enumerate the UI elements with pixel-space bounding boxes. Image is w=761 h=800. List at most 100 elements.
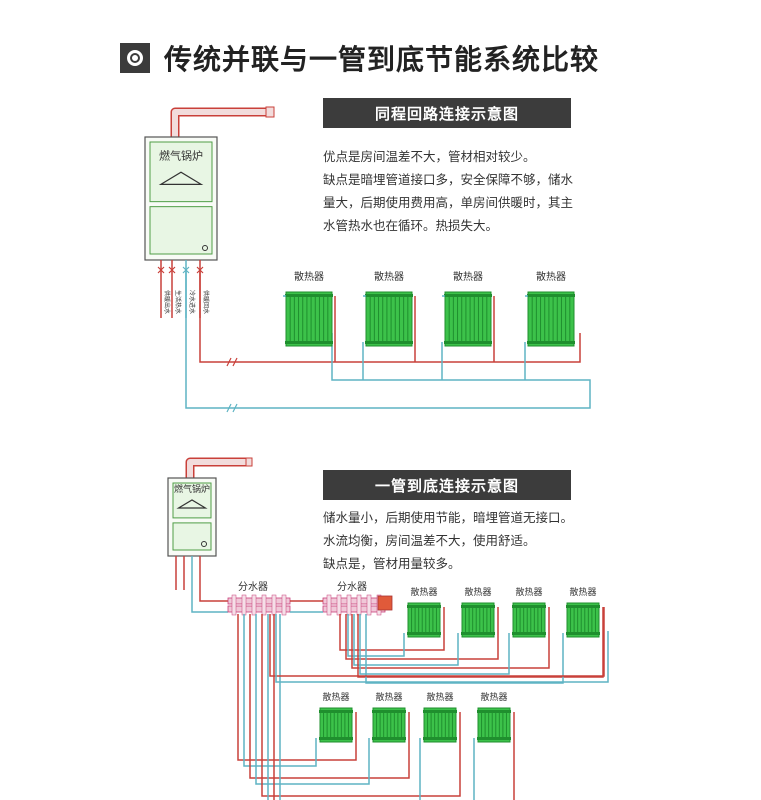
section1-radiator bbox=[527, 291, 575, 347]
home-run-return bbox=[267, 614, 421, 800]
radiator-top-bar bbox=[477, 710, 511, 713]
flue-pipe-outline bbox=[170, 107, 268, 137]
home-run-return bbox=[279, 614, 475, 800]
boiler1-lower-panel bbox=[149, 206, 213, 255]
manifold-port bbox=[271, 594, 277, 616]
manifold-port bbox=[336, 594, 342, 616]
section2-lower-radiator bbox=[319, 707, 353, 743]
home-run-return bbox=[347, 614, 405, 657]
section2-description: 储水量小，后期使用节能，暗埋管道无接口。 水流均衡，房间温差不大，使用舒适。 缺… bbox=[323, 506, 593, 575]
radiator-bottom-bar bbox=[319, 737, 353, 740]
radiator-bottom-bar bbox=[477, 737, 511, 740]
section1-desc-line: 缺点是暗埋管道接口多，安全保障不够，储水 bbox=[323, 172, 574, 187]
radiator-body bbox=[372, 707, 406, 743]
home-run-return bbox=[359, 614, 510, 675]
boiler1-indicator-light bbox=[202, 245, 208, 251]
boiler2-indicator-light bbox=[201, 541, 207, 547]
radiator-top-bar bbox=[527, 294, 575, 297]
flue-cap bbox=[245, 457, 253, 467]
section1-radiator-label: 散热器 bbox=[294, 270, 324, 283]
radiator-bottom-bar bbox=[407, 632, 441, 635]
manifold-bar bbox=[227, 597, 291, 605]
section1-desc-line: 优点是房间温差不大，管材相对较少。 bbox=[323, 149, 536, 164]
manifold-bar bbox=[322, 597, 386, 605]
radiator-bottom-bar bbox=[527, 341, 575, 344]
section1-return-main bbox=[185, 270, 591, 409]
radiator-body bbox=[477, 707, 511, 743]
section2-lower-radiator bbox=[372, 707, 406, 743]
radiator-top-bar bbox=[461, 605, 495, 608]
section2-desc-line: 水流均衡，房间温差不大，使用舒适。 bbox=[323, 533, 536, 548]
section2-banner: 一管到底连接示意图 bbox=[323, 470, 571, 500]
boiler1-valve-label: 供暖回水 bbox=[202, 290, 210, 314]
section2-upper-radiator bbox=[566, 602, 600, 638]
manifold2-label: 分水器 bbox=[337, 581, 367, 593]
radiator-bottom-bar bbox=[285, 341, 333, 344]
section1-radiator bbox=[444, 291, 492, 347]
boiler1-flame-icon bbox=[158, 171, 204, 185]
home-run-return bbox=[353, 614, 459, 666]
home-run-supply bbox=[345, 607, 499, 660]
section2-desc-line: 缺点是，管材用量较多。 bbox=[323, 556, 461, 571]
radiator-body bbox=[444, 291, 492, 347]
radiator-body bbox=[512, 602, 546, 638]
manifold-port bbox=[346, 594, 352, 616]
home-run-supply bbox=[261, 614, 461, 797]
section2-radiator-label: 散热器 bbox=[410, 586, 437, 598]
boiler2-flame-icon bbox=[176, 499, 208, 509]
section2-desc-line: 储水量小，后期使用节能，暗埋管道无接口。 bbox=[323, 510, 574, 525]
section2-radiator-label: 散热器 bbox=[426, 691, 453, 703]
boiler2-lower-panel bbox=[172, 522, 212, 551]
radiator-top-bar bbox=[365, 294, 413, 297]
section2-radiator-label: 散热器 bbox=[569, 586, 596, 598]
manifold1-label: 分水器 bbox=[238, 581, 268, 593]
radiator-bottom-bar bbox=[512, 632, 546, 635]
boiler1-valve-label: 生活热水 bbox=[174, 290, 182, 314]
radiator-top-bar bbox=[285, 294, 333, 297]
manifold-pump-icon bbox=[377, 595, 393, 611]
radiator-body bbox=[319, 707, 353, 743]
boiler1-valve-label: 供暖出水 bbox=[163, 290, 171, 314]
radiator-bottom-bar bbox=[444, 341, 492, 344]
home-run-supply bbox=[249, 614, 410, 779]
section2-lower-radiator bbox=[477, 707, 511, 743]
section2-return-feed bbox=[191, 590, 228, 613]
radiator-body bbox=[527, 291, 575, 347]
pipe-break-mark bbox=[226, 403, 238, 413]
manifold-bar bbox=[227, 605, 291, 613]
section2-radiator-label: 散热器 bbox=[480, 691, 507, 703]
section1-radiator-label: 散热器 bbox=[374, 270, 404, 283]
radiator-top-bar bbox=[566, 605, 600, 608]
section1-supply-main bbox=[199, 270, 581, 363]
section1-description: 优点是房间温差不大，管材相对较少。 缺点是暗埋管道接口多，安全保障不够，储水 量… bbox=[323, 145, 583, 237]
section1-banner: 同程回路连接示意图 bbox=[323, 98, 571, 128]
home-run-supply bbox=[351, 607, 550, 669]
manifold-bar bbox=[322, 605, 386, 613]
manifold2 bbox=[322, 594, 386, 616]
radiator-bottom-bar bbox=[461, 632, 495, 635]
flue-pipe bbox=[172, 109, 268, 137]
manifold-port bbox=[281, 594, 287, 616]
page-title: 传统并联与一管到底节能系统比较 bbox=[164, 43, 600, 76]
section2-radiator-label: 散热器 bbox=[515, 586, 542, 598]
section1-radiator-label: 散热器 bbox=[453, 270, 483, 283]
manifold-port bbox=[231, 594, 237, 616]
boiler1-valve-label: 冷水进水 bbox=[188, 290, 196, 314]
section2-radiator-label: 散热器 bbox=[464, 586, 491, 598]
radiator-body bbox=[365, 291, 413, 347]
home-run-supply bbox=[339, 607, 445, 651]
home-run-supply bbox=[269, 607, 605, 677]
radiator-top-bar bbox=[444, 294, 492, 297]
radiator-top-bar bbox=[319, 710, 353, 713]
manifold-port bbox=[241, 594, 247, 616]
radiator-top-bar bbox=[512, 605, 546, 608]
manifold-port bbox=[366, 594, 372, 616]
radiator-bottom-bar bbox=[372, 737, 406, 740]
home-run-return bbox=[275, 614, 609, 683]
section1-desc-line: 水管热水也在循环。热损失大。 bbox=[323, 218, 499, 233]
radiator-body bbox=[285, 291, 333, 347]
section2-supply-feed bbox=[199, 590, 228, 602]
radiator-body bbox=[461, 602, 495, 638]
manifold-port bbox=[261, 594, 267, 616]
pipe-break-mark bbox=[226, 357, 238, 367]
